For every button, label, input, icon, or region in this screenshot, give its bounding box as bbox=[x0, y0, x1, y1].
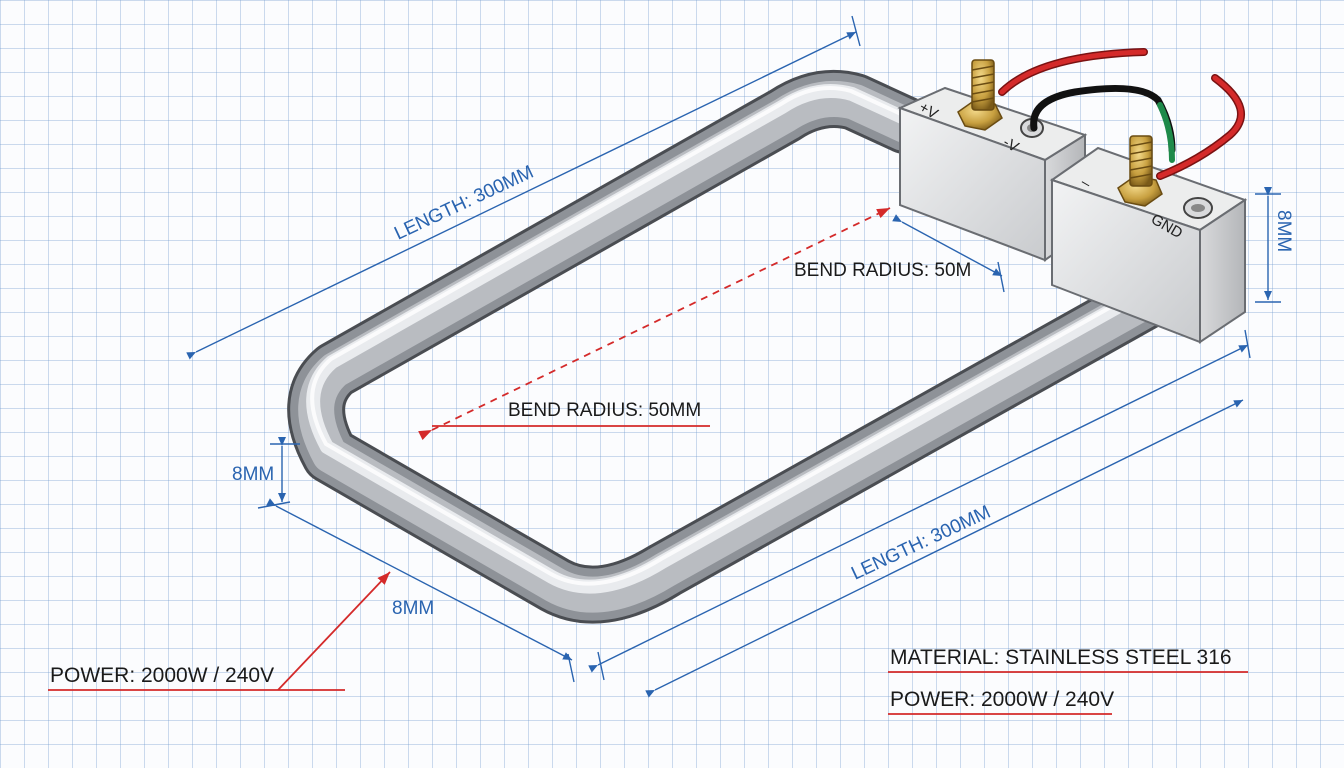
red-leader-bend: BEND RADIUS: 50MM bbox=[418, 207, 891, 441]
diameter-bottom-label: 8MM bbox=[392, 598, 434, 619]
height-right-label: 8MM bbox=[1273, 210, 1294, 252]
terminal-screw-b2 bbox=[1183, 197, 1213, 219]
dimension-length-top: LENGTH: 300MM bbox=[186, 15, 861, 360]
diameter-left-label: 8MM bbox=[232, 464, 274, 485]
dimension-length-bottom: LENGTH: 300MM bbox=[588, 329, 1251, 698]
dimension-height-right: 8MM bbox=[1255, 187, 1294, 303]
terminal-post-a1 bbox=[957, 59, 1003, 131]
terminal-post-b1 bbox=[1117, 135, 1163, 207]
dimension-diameter-bottom: 8MM bbox=[266, 498, 575, 683]
red-leader-power-left: POWER: 2000W / 240V bbox=[48, 571, 391, 691]
material-label: MATERIAL: STAINLESS STEEL 316 bbox=[890, 646, 1232, 669]
terminal-block-b: – GND bbox=[1049, 135, 1248, 344]
length-bottom-label: LENGTH: 300MM bbox=[848, 502, 994, 585]
wires bbox=[998, 48, 1245, 180]
dimension-diameter-left: 8MM bbox=[232, 437, 300, 509]
power-left-label: POWER: 2000W / 240V bbox=[50, 664, 274, 687]
terminal-block-a: +V -V bbox=[897, 59, 1088, 262]
bend-radius-terminal-label: BEND RADIUS: 50M bbox=[794, 260, 971, 281]
spec-notes: MATERIAL: STAINLESS STEEL 316 POWER: 200… bbox=[888, 646, 1248, 715]
length-top-label: LENGTH: 300MM bbox=[391, 162, 537, 245]
power-right-label: POWER: 2000W / 240V bbox=[890, 688, 1114, 711]
bend-radius-inner-label: BEND RADIUS: 50MM bbox=[508, 400, 701, 421]
terminal-minus-label: -V bbox=[1000, 134, 1021, 156]
